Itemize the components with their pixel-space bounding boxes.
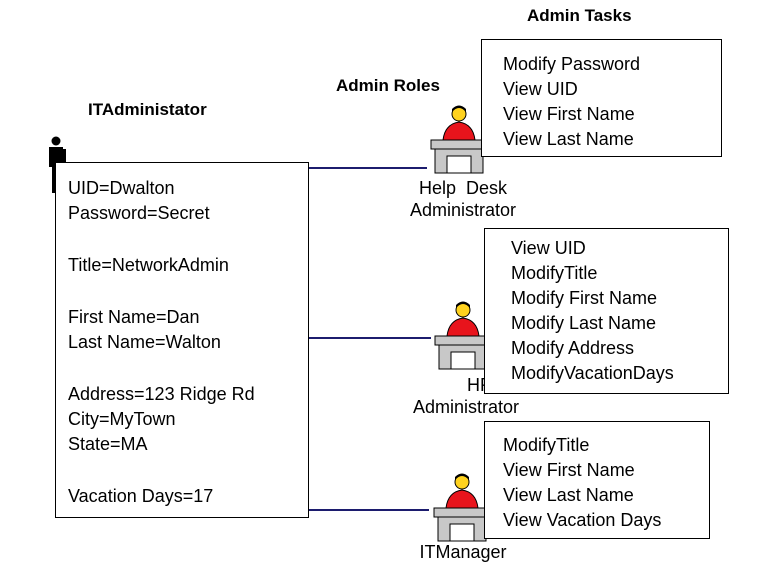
record-address: Address=123 Ridge Rd — [68, 384, 255, 404]
record-gap — [68, 278, 308, 305]
admin-roles-heading: Admin Roles — [336, 76, 440, 95]
connector-help-desk — [309, 167, 427, 169]
task-item: View UID — [511, 238, 586, 258]
help-desk-admin-icon — [430, 105, 488, 174]
task-item: ModifyTitle — [511, 263, 598, 283]
record-password: Password=Secret — [68, 203, 210, 223]
role-name-line: Administrator — [412, 397, 520, 417]
task-item: View Last Name — [503, 485, 634, 505]
connector-it-manager — [309, 509, 429, 511]
record-last-name: Last Name=Walton — [68, 332, 221, 352]
task-item: View Last Name — [503, 129, 634, 149]
it-manager-label: ITManager — [395, 541, 531, 563]
task-item: Modify First Name — [511, 288, 658, 308]
record-vacation-days: Vacation Days=17 — [68, 486, 214, 506]
it-manager-tasks-box: ModifyTitle View First Name View Last Na… — [484, 421, 710, 539]
role-name-line: ITManager — [419, 542, 507, 562]
task-item: ModifyTitle — [503, 435, 590, 455]
record-city: City=MyTown — [68, 409, 176, 429]
role-name-line: Administrator — [409, 200, 517, 220]
task-item: ModifyVacationDays — [511, 363, 674, 383]
user-record-box: UID=Dwalton Password=Secret Title=Networ… — [55, 162, 309, 518]
connector-hr — [309, 337, 431, 339]
record-gap — [68, 226, 308, 253]
task-item: Modify Last Name — [511, 313, 657, 333]
record-first-name: First Name=Dan — [68, 307, 200, 327]
record-uid: UID=Dwalton — [68, 178, 175, 198]
task-item: Modify Password — [503, 54, 641, 74]
task-item: View First Name — [503, 104, 635, 124]
record-gap — [68, 457, 308, 484]
record-gap — [68, 355, 308, 382]
role-name-line: Help Desk — [418, 178, 508, 198]
help-desk-tasks-box: Modify Password View UID View First Name… — [481, 39, 722, 157]
user-heading: ITAdministator — [88, 100, 207, 119]
record-title: Title=NetworkAdmin — [68, 255, 229, 275]
admin-tasks-heading: Admin Tasks — [527, 6, 632, 25]
task-item: View Vacation Days — [503, 510, 662, 530]
task-item: View UID — [503, 79, 578, 99]
task-item: Modify Address — [511, 338, 635, 358]
help-desk-admin-label: Help Desk Administrator — [395, 177, 531, 221]
task-item: View First Name — [503, 460, 635, 480]
record-state: State=MA — [68, 434, 148, 454]
hr-tasks-box: View UID ModifyTitle Modify First Name M… — [484, 228, 729, 394]
